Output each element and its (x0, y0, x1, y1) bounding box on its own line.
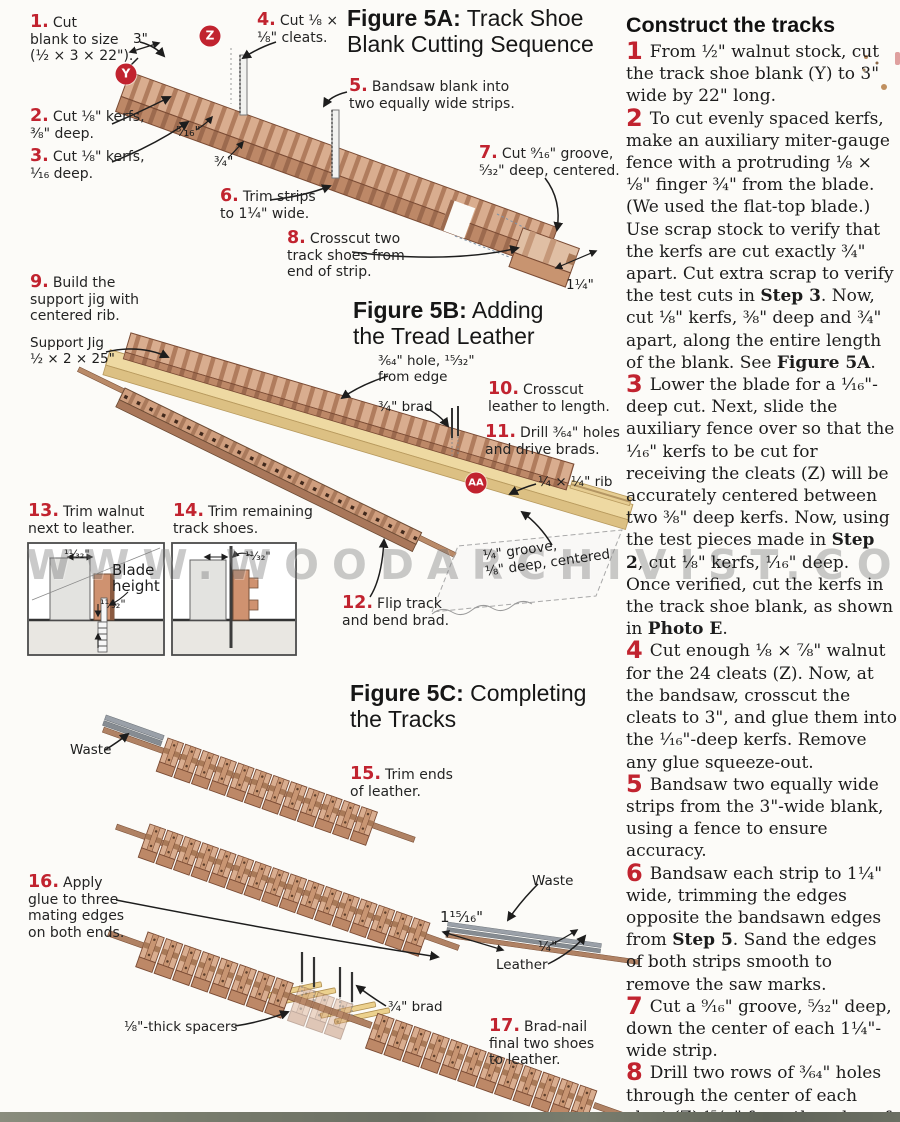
figure-5b-title: Figure 5B: Adding the Tread Leather (353, 297, 544, 349)
watermark: WWW.WOODARCHIVIST.COM (26, 541, 900, 589)
callout-step-7: 7.Cut ⁹⁄₁₆" groove,⁵⁄₃₂" deep, centered. (479, 143, 620, 179)
figure-5c-title: Figure 5C: Completing the Tracks (350, 680, 587, 732)
callout-step-4: 4.Cut ⅛ ×⅛" cleats. (257, 10, 339, 46)
label-dim516: ⁵⁄₁₆" (176, 124, 201, 140)
fig5c-tracks (102, 714, 640, 1122)
label-d1132c: ¹¹⁄₃₂" (245, 549, 271, 563)
page-bottom-strip (0, 1112, 900, 1122)
label-dim14c: ¼" (538, 939, 558, 955)
part-badge-aa: AA (465, 472, 487, 494)
label-d1132a: ¹¹⁄₃₂" (64, 547, 90, 561)
label-waste1: Waste (70, 742, 112, 758)
label-hole364: ³⁄₆₄" hole, ¹⁵⁄₃₂"from edge (378, 353, 475, 385)
label-dim114: 1¼" (566, 277, 594, 293)
label-rib: ¼ × ¼" rib (538, 474, 613, 490)
part-badge-z: Z (199, 25, 221, 47)
label-dim34: ¾" (214, 154, 234, 170)
label-spacers: ⅛"-thick spacers (124, 1019, 238, 1035)
part-badge-y: Y (115, 63, 137, 85)
callout-step-2: 2.Cut ⅛" kerfs,⅜" deep. (30, 106, 145, 142)
label-leather: Leather (496, 957, 548, 973)
label-brad5b: ¾" brad (378, 399, 433, 415)
fig5b-assembly (77, 332, 634, 616)
column-heading: Construct the tracks (626, 13, 836, 37)
label-dim3: 3" (133, 31, 148, 47)
callout-step-3: 3.Cut ⅛" kerfs,¹⁄₁₆ deep. (30, 146, 145, 182)
figure-5a-title: Figure 5A: Track Shoe Blank Cutting Sequ… (347, 5, 594, 57)
label-dim11516: 1¹⁵⁄₁₆" (440, 908, 484, 926)
inset-step14 (171, 542, 297, 656)
label-waste2: Waste (532, 873, 574, 889)
label-d1132b: ¹¹⁄₃₂" (100, 597, 126, 611)
fig5a-track-blank (114, 48, 581, 288)
label-brad5c: ¾" brad (388, 999, 443, 1015)
